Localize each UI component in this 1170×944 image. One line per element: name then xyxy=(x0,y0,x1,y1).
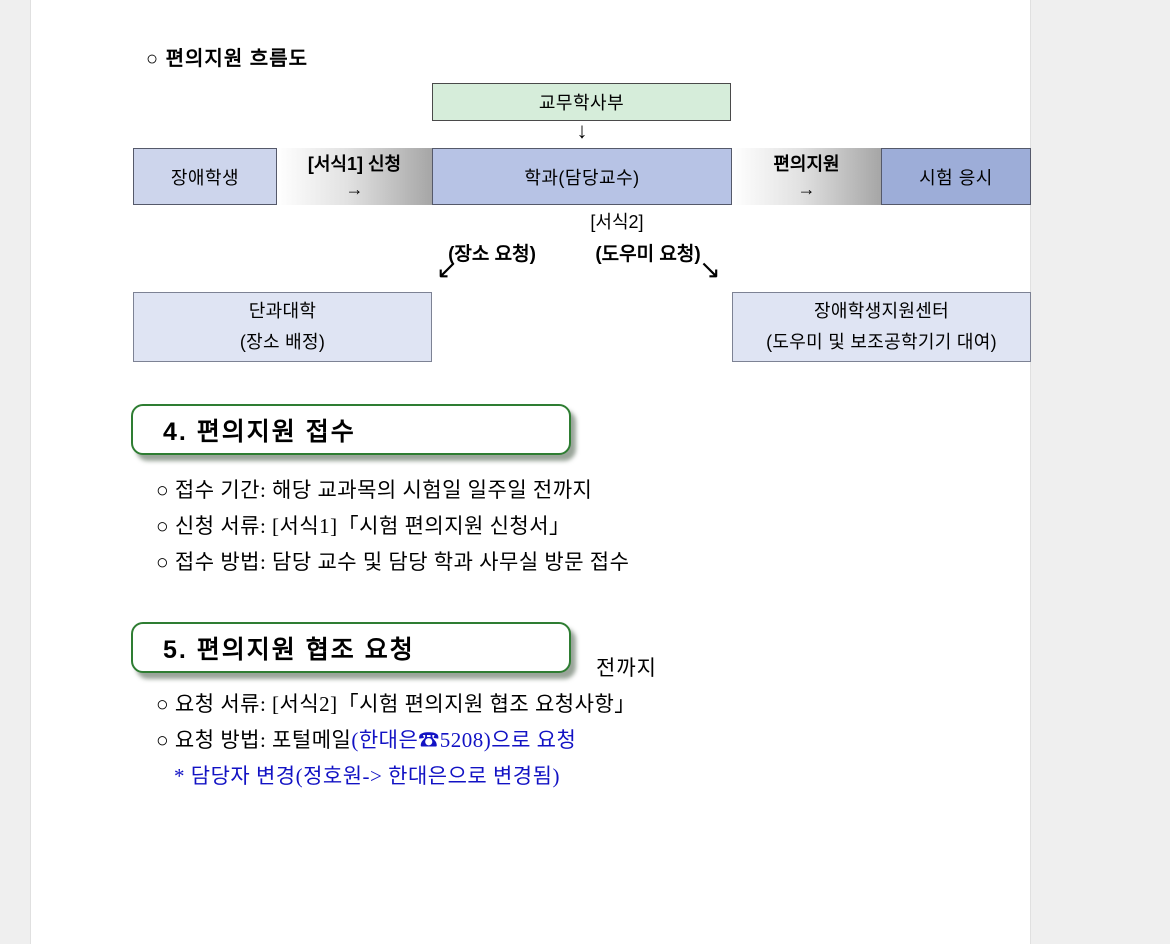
request-method-prefix: ○ 요청 방법: 포털메일 xyxy=(156,728,352,752)
flowchart-box-college: 단과대학 (장소 배정) xyxy=(133,292,432,362)
apply-arrow-label: [서식1] 신청 xyxy=(307,153,402,174)
flowchart-box-department: 학과(담당교수) xyxy=(432,148,732,205)
clipped-line-text: 전까지 xyxy=(596,656,657,680)
apply-arrow-band: [서식1] 신청 → xyxy=(277,148,432,205)
section5-title: 5. 편의지원 협조 요청 xyxy=(163,635,415,664)
list-item: ○ 접수 기간: 해당 교과목의 시험일 일주일 전까지 xyxy=(156,478,593,502)
support-arrow-label: 편의지원 xyxy=(773,153,840,174)
list-item: ○ 신청 서류: [서식1]「시험 편의지원 신청서」 xyxy=(156,514,571,538)
support-arrow-band: 편의지원 → xyxy=(732,148,881,205)
flowchart-box-exam: 시험 응시 xyxy=(881,148,1031,205)
flowchart-title: ○ 편의지원 흐름도 xyxy=(146,48,308,70)
right-arrow-icon: → xyxy=(345,178,364,199)
list-item: ○ 요청 서류: [서식2]「시험 편의지원 협조 요청사항」 xyxy=(156,692,636,716)
flowchart-box-support-center: 장애학생지원센터 (도우미 및 보조공학기기 대여) xyxy=(732,292,1031,362)
document-page: ○ 편의지원 흐름도 교무학사부 ↓ 장애학생 [서식1] 신청 → 학과(담당… xyxy=(30,0,1031,944)
helper-request-label: (도우미 요청) xyxy=(595,244,701,265)
college-box-line2: (장소 배정) xyxy=(239,332,326,352)
section4-list: ○ 접수 기간: 해당 교과목의 시험일 일주일 전까지 ○ 신청 서류: [서… xyxy=(156,472,629,580)
support-box-line1: 장애학생지원센터 xyxy=(814,301,949,321)
college-box-line1: 단과대학 xyxy=(248,301,317,321)
section4-title: 4. 편의지원 접수 xyxy=(163,417,356,446)
diagonal-arrow-right-icon: ↘ xyxy=(699,254,721,284)
form2-label: [서식2] xyxy=(590,212,644,232)
flowchart-box-disabled-student: 장애학생 xyxy=(133,148,277,205)
diagonal-arrow-left-icon: ↙ xyxy=(436,254,458,284)
list-item-note: * 담당자 변경(정호원-> 한대은으로 변경됨) xyxy=(174,764,560,788)
down-arrow-icon: ↓ xyxy=(576,118,588,143)
flowchart-box-academic-affairs: 교무학사부 xyxy=(432,83,731,121)
request-method-contact: (한대은☎5208)으로 요청 xyxy=(351,728,577,752)
place-request-label: (장소 요청) xyxy=(448,244,536,265)
list-item: ○ 요청 방법: 포털메일(한대은☎5208)으로 요청 xyxy=(156,722,636,758)
section5-heading: 5. 편의지원 협조 요청 xyxy=(131,622,571,673)
support-box-line2: (도우미 및 보조공학기기 대여) xyxy=(766,332,997,352)
section5-list: ○ 요청 서류: [서식2]「시험 편의지원 협조 요청사항」 ○ 요청 방법:… xyxy=(156,686,636,794)
right-arrow-icon: → xyxy=(797,178,816,199)
section4-heading: 4. 편의지원 접수 xyxy=(131,404,571,455)
list-item: ○ 접수 방법: 담당 교수 및 담당 학과 사무실 방문 접수 xyxy=(156,550,630,574)
